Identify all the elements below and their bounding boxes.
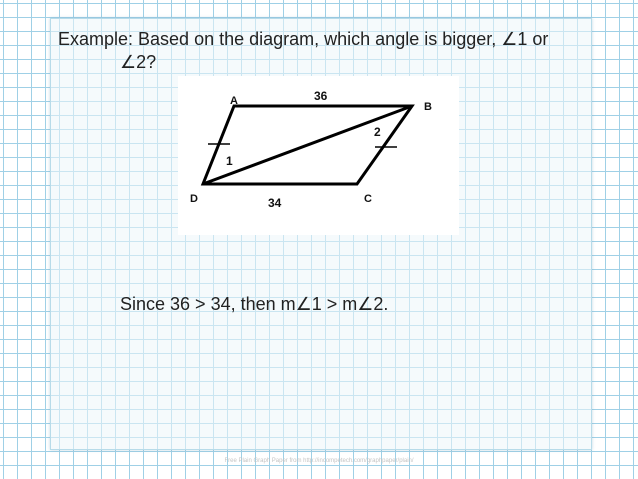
diagram-canvas: A B C D 36 34 1 2 <box>190 89 432 210</box>
vertex-label-a: A <box>230 95 238 107</box>
parallelogram-outline <box>200 104 415 186</box>
parallelogram-diagram: A B C D 36 34 1 2 <box>178 76 459 235</box>
vertex-label-c: C <box>364 193 372 205</box>
vertex-label-b: B <box>424 101 432 113</box>
diagonal-db <box>202 104 413 186</box>
question-line-2: ∠2? <box>120 52 157 72</box>
conclusion-text: Since 36 > 34, then m∠1 > m∠2. <box>120 294 389 314</box>
angle-label-1: 1 <box>226 154 233 168</box>
vertex-label-d: D <box>190 193 198 205</box>
question-text: Example: Based on the diagram, which ang… <box>58 28 593 74</box>
side-label-dc: 34 <box>268 196 282 210</box>
question-line-1: Example: Based on the diagram, which ang… <box>58 29 549 49</box>
side-label-ab: 36 <box>314 89 328 103</box>
angle-label-2: 2 <box>374 125 381 139</box>
graph-paper-credit: Free Plain Graph Paper from http://incom… <box>224 458 414 464</box>
